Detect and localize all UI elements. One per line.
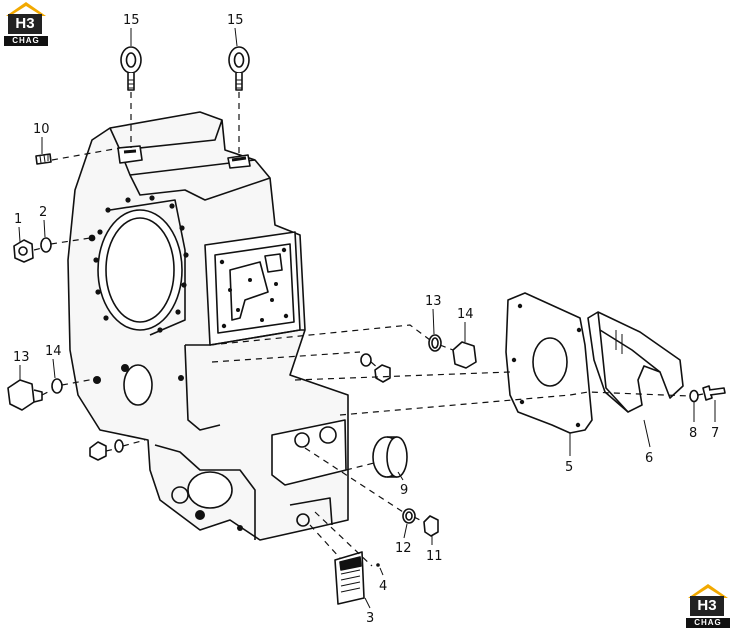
callout-4: 4 xyxy=(379,579,387,594)
seal-ring-mid xyxy=(360,353,372,367)
drain-plug-lower xyxy=(89,439,124,461)
plug-1 xyxy=(13,239,34,263)
seal-ring-13-right xyxy=(428,334,442,352)
washer-8 xyxy=(689,389,699,403)
plug-mid xyxy=(374,364,391,383)
callout-11: 11 xyxy=(426,549,443,564)
plug-14-right xyxy=(452,341,477,369)
logo-label: CHAG xyxy=(686,618,730,628)
callout-7: 7 xyxy=(711,426,719,441)
plug-11 xyxy=(423,515,439,537)
screw-10 xyxy=(35,153,52,165)
callout-10: 10 xyxy=(33,122,50,137)
callout-5: 5 xyxy=(565,460,573,475)
callout-9: 9 xyxy=(400,483,408,498)
brand-logo-top-left: H3 CHAG xyxy=(2,0,50,46)
callout-8: 8 xyxy=(689,426,697,441)
logo-mark: H3 xyxy=(690,596,724,616)
cap-9 xyxy=(372,436,408,478)
bolt-7 xyxy=(702,385,726,401)
brand-logo-bottom-right: H3 CHAG xyxy=(684,582,732,628)
callout-1: 1 xyxy=(14,212,22,227)
callout-15a: 15 xyxy=(123,13,140,28)
seal-ring-14-left xyxy=(51,378,63,394)
callout-13a: 13 xyxy=(13,350,30,365)
assembly-lines xyxy=(33,92,704,567)
logo-label: CHAG xyxy=(4,36,48,46)
seal-ring-12 xyxy=(402,508,416,524)
callout-15b: 15 xyxy=(227,13,244,28)
callout-6: 6 xyxy=(645,451,653,466)
callout-2: 2 xyxy=(39,205,47,220)
cover-6 xyxy=(587,311,684,413)
plug-13-left xyxy=(7,379,43,411)
transmission-housing xyxy=(67,111,349,541)
gasket-5 xyxy=(505,292,593,434)
eye-bolt-left xyxy=(120,46,142,91)
leader-lines xyxy=(18,27,716,609)
rivet-4 xyxy=(376,563,380,567)
callout-3: 3 xyxy=(366,611,374,626)
seal-ring-2 xyxy=(40,237,52,253)
callout-13b: 13 xyxy=(425,294,442,309)
callout-14a: 14 xyxy=(45,344,62,359)
eye-bolt-right xyxy=(228,46,250,91)
logo-mark: H3 xyxy=(8,14,42,34)
callout-12: 12 xyxy=(395,541,412,556)
nameplate-3 xyxy=(334,551,365,605)
callout-14b: 14 xyxy=(457,307,474,322)
callout-labels: 15 15 10 1 2 13 14 13 14 5 6 8 7 9 12 11… xyxy=(13,13,719,626)
